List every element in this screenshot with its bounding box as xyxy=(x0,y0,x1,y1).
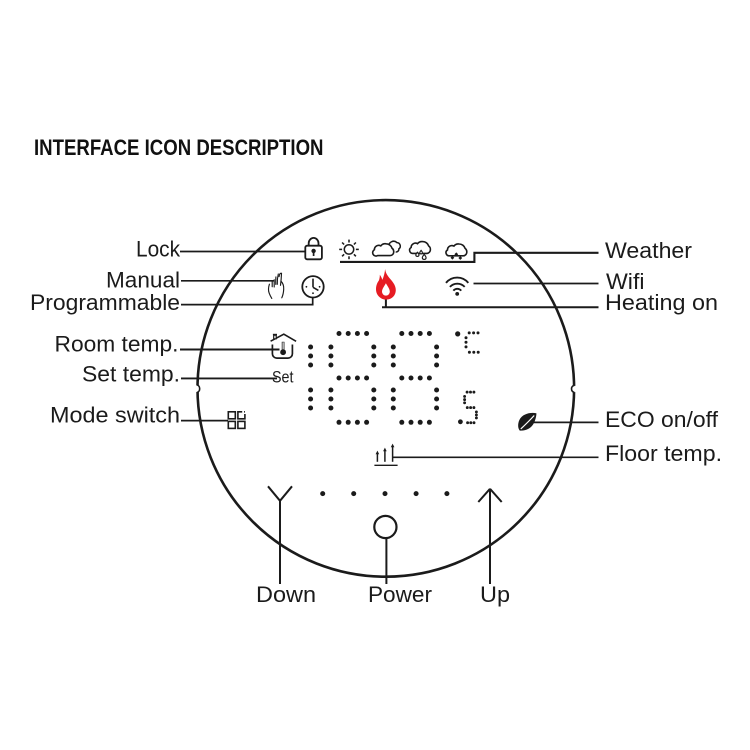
svg-text:Programmable: Programmable xyxy=(30,290,180,315)
svg-text:Heating on: Heating on xyxy=(605,290,718,315)
svg-text:Lock: Lock xyxy=(136,236,181,261)
svg-text:ECO on/off: ECO on/off xyxy=(605,407,719,432)
svg-text:Set temp.: Set temp. xyxy=(82,362,180,387)
svg-text:Manual: Manual xyxy=(106,268,180,293)
svg-text:Wifi: Wifi xyxy=(606,269,645,294)
svg-text:Mode switch: Mode switch xyxy=(50,403,180,428)
svg-text:INTERFACE ICON DESCRIPTION: INTERFACE ICON DESCRIPTION xyxy=(34,135,324,160)
svg-text:Up: Up xyxy=(480,582,510,607)
svg-text:Power: Power xyxy=(368,582,432,607)
svg-text:Weather: Weather xyxy=(605,238,692,263)
svg-text:Set: Set xyxy=(272,368,294,387)
svg-text:Room temp.: Room temp. xyxy=(55,332,179,357)
svg-text:Down: Down xyxy=(256,582,316,607)
svg-text:Floor temp.: Floor temp. xyxy=(605,441,722,466)
